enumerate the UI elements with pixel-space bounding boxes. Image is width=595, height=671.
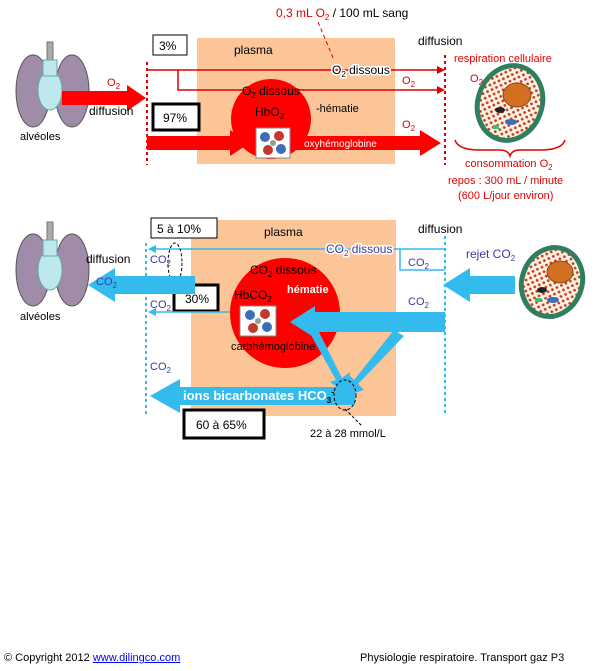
o2-plasma-label: plasma (234, 43, 273, 57)
o2-repos-label: repos : 300 mL / minute (448, 175, 563, 187)
o2-section: plasma alvéoles 0,3 mL O2 / 100 mL sang … (15, 6, 566, 202)
o2-hbo2-label: HbO2 (255, 105, 285, 121)
copyright-text: © Copyright 2012 (4, 652, 93, 664)
co2-rejet-arrow (443, 268, 515, 302)
co2-bicarb-conc: 22 à 28 mmol/L (310, 428, 386, 440)
co2-pct-hb: 30% (185, 292, 209, 306)
hemoglobin-molecule-icon-co2 (239, 305, 277, 337)
co2-red-blood-cell (230, 258, 340, 368)
co2-rbc-arrowhead (148, 308, 156, 316)
co2-bicarb-ellipse (333, 379, 357, 411)
o2-arrow-label-b: O2 (402, 119, 416, 133)
o2-oxyhb-arrow (292, 130, 441, 156)
o2-alveoles-label: alvéoles (20, 131, 61, 143)
co2-dissolved-arrowhead (148, 245, 156, 253)
co2-plasma-label: plasma (264, 225, 303, 239)
co2-dissous-label: CO2 dissous (326, 242, 392, 258)
o2-hb-arrow (147, 130, 250, 156)
o2-pct-dissolved: 3% (159, 39, 177, 53)
co2-pct-dissolved-box (150, 217, 218, 239)
o2-rbc-dissous: O2 dissous (242, 84, 300, 100)
co2-pct-bicarb: 60 à 65% (196, 418, 247, 432)
co2-bend-line (399, 249, 445, 271)
co2-section: plasma alvéoles 5 à 10% 30% CO2 dissous … (15, 217, 586, 440)
o2-consumption-brace (454, 139, 566, 159)
o2-oxyhemoglobine-label: oxyhémoglobine (304, 139, 377, 150)
co2-exhale-co2: CO2 (96, 276, 118, 290)
co2-bicarbonates-label: ions bicarbonates HCO3- (183, 387, 334, 405)
co2-label-b: CO2 (150, 299, 172, 313)
co2-exhale-arrow (88, 268, 195, 302)
co2-label-c: CO2 (150, 361, 172, 375)
co2-diag-arrow-a (300, 318, 350, 395)
co2-label-d: CO2 (408, 257, 430, 271)
footer-copyright: © Copyright 2012 www.dilingco.com (4, 652, 180, 664)
o2-bend-arrowhead (437, 86, 445, 94)
co2-pct-hb-box (172, 283, 220, 313)
co2-rbc-dissous: CO2 dissous (250, 263, 316, 279)
o2-diffusion-left: diffusion (89, 104, 133, 118)
co2-hb-arrow (290, 306, 445, 338)
o2-arrow-label-a: O2 (402, 75, 416, 89)
co2-alveoles-label: alvéoles (20, 311, 61, 323)
o2-dissolved-arrowhead (437, 66, 445, 74)
o2-pct-hb: 97% (163, 111, 187, 125)
co2-hbco2-label: HbCO2 (234, 288, 272, 304)
o2-dissous-label: O2 dissous (332, 63, 390, 79)
hemoglobin-molecule-icon (255, 127, 291, 159)
co2-rejet-label: rejet CO2 (466, 247, 516, 263)
co2-bicarb-pointer (344, 408, 363, 427)
o2-hematie-label: -hématie (316, 103, 359, 115)
o2-red-blood-cell (231, 79, 311, 159)
o2-consommation-label: consommation O2 (465, 158, 553, 172)
o2-pct-hb-box (151, 102, 201, 132)
co2-diffusion-right: diffusion (418, 222, 462, 236)
o2-top-note: 0,3 mL O2 / 100 mL sang (276, 6, 408, 22)
o2-diffusion-right: diffusion (418, 34, 462, 48)
tissue-cell-icon (474, 63, 546, 143)
co2-hematie-label: hématie (287, 284, 329, 296)
co2-diffusion-left: diffusion (86, 252, 130, 266)
co2-label-e: CO2 (408, 296, 430, 310)
co2-carbhemoglobine-label: carbhémoglobine (231, 341, 315, 353)
website-link[interactable]: www.dilingco.com (92, 652, 181, 664)
co2-label-a: CO2 (150, 254, 172, 268)
lungs-icon (15, 41, 90, 128)
tissue-cell-icon-co2 (518, 245, 586, 319)
co2-bicarbonate-arrow (150, 379, 355, 413)
o2-respiration-label: respiration cellulaire (454, 53, 552, 65)
o2-cell-o2: O2 (470, 73, 484, 87)
o2-jour-label: (600 L/jour environ) (458, 190, 553, 202)
o2-left-arrow (62, 85, 146, 111)
co2-pct-bicarb-box (182, 408, 266, 440)
o2-bend-line (177, 70, 440, 91)
o2-gas-left: O2 (107, 77, 121, 91)
co2-pct-dissolved: 5 à 10% (157, 222, 201, 236)
lungs-icon-co2 (15, 221, 90, 307)
footer-title: Physiologie respiratoire. Transport gaz … (360, 652, 565, 664)
o2-pct-dissolved-box (152, 34, 188, 56)
co2-diag-arrow-b (344, 330, 404, 396)
